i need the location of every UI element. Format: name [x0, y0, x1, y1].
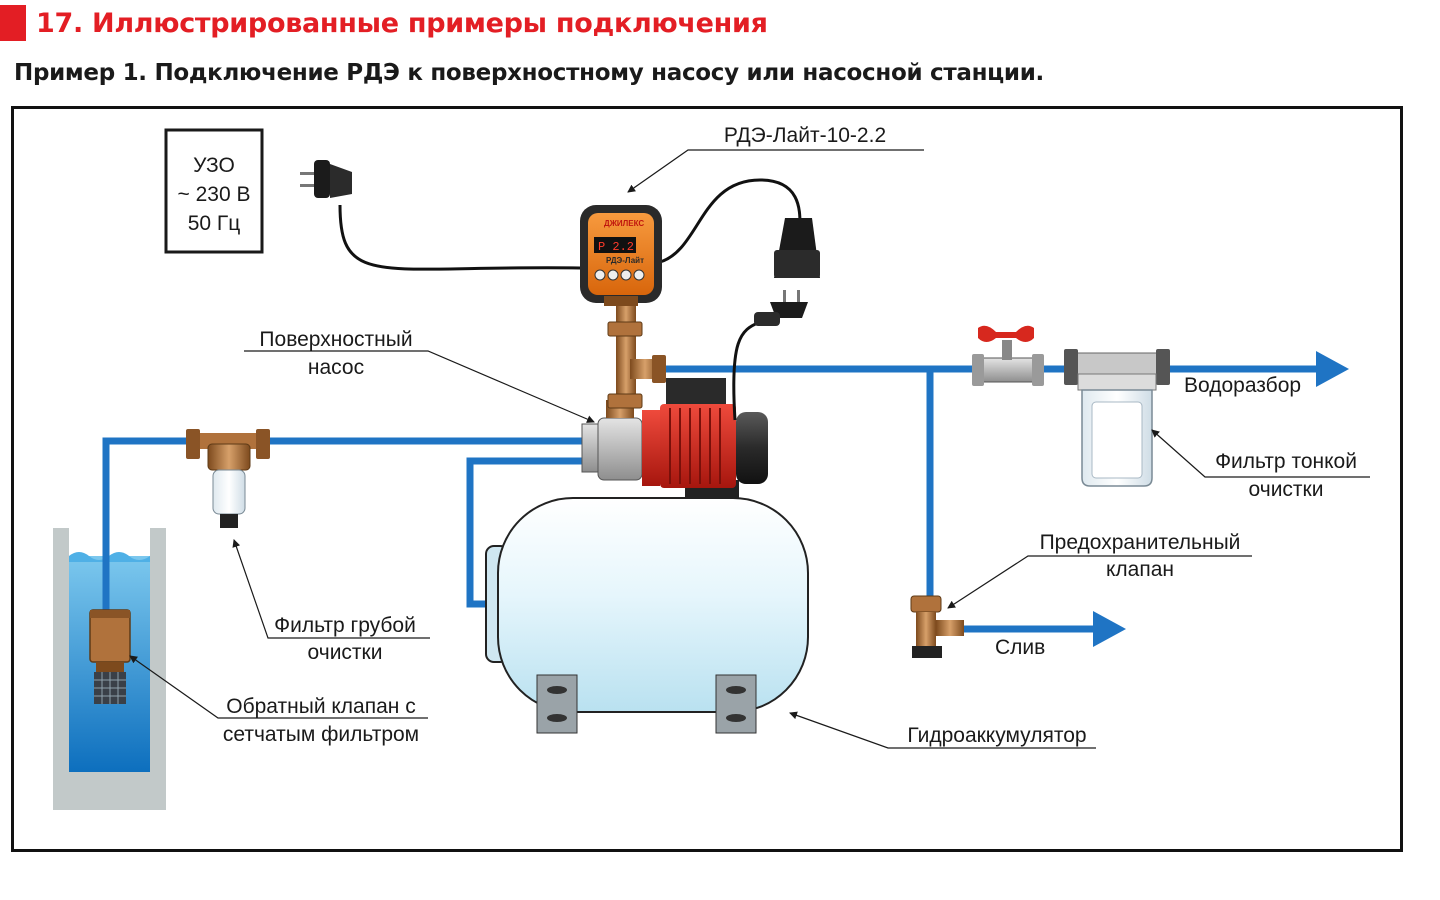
pump-plug-icon [754, 290, 808, 326]
relay-model: РДЭ-Лайт [606, 256, 644, 265]
fine-filter-callout [1151, 429, 1370, 478]
tank-foot-left [536, 674, 578, 734]
rcd-label-line2: ~ 230 В [178, 183, 251, 206]
relay-callout [627, 149, 924, 193]
check-valve-callout [129, 655, 428, 719]
rcd-box: УЗО ~ 230 В 50 Гц [164, 128, 264, 254]
power-plug-icon [300, 160, 352, 198]
rcd-label-line3: 50 Гц [188, 212, 241, 235]
ball-valve [972, 325, 1044, 386]
pump-label-line2: насос [308, 356, 364, 379]
coarse-filter [186, 429, 270, 528]
section-marker [0, 5, 26, 41]
hydraulic-accumulator [485, 497, 809, 734]
relay-label: РДЭ-Лайт-10-2.2 [724, 124, 886, 147]
suction-pipe [102, 437, 600, 614]
relay-fitting [607, 300, 666, 409]
safety-valve [910, 595, 964, 658]
water-outlet-label: Водоразбор [1184, 374, 1301, 397]
section-title: 17. Иллюстрированные примеры подключения [36, 8, 768, 39]
coarse-filter-label-line2: очистки [308, 641, 383, 664]
accumulator-callout [789, 711, 1096, 749]
accumulator-label: Гидроаккумулятор [907, 724, 1086, 747]
fine-filter [1064, 349, 1170, 487]
socket-icon [774, 218, 820, 278]
safety-valve-label-line1: Предохранительный [1040, 531, 1241, 554]
tank-foot-right [715, 674, 757, 734]
relay-brand: ДЖИЛЕКС [604, 219, 644, 228]
check-valve-with-strainer [89, 609, 131, 704]
check-valve-label-line2: сетчатым фильтром [223, 723, 419, 746]
valve-handle-icon [978, 325, 1034, 342]
safety-valve-callout [947, 555, 1252, 609]
relay-display: P 2.2 [598, 240, 634, 254]
water-outlet-arrow [1316, 351, 1349, 387]
coarse-filter-callout [232, 539, 430, 639]
rcd-label-line1: УЗО [193, 154, 235, 177]
surface-pump [581, 378, 768, 498]
pump-label-line1: Поверхностный [259, 328, 412, 351]
check-valve-label-line1: Обратный клапан с [226, 695, 415, 718]
example-title: Пример 1. Подключение РДЭ к поверхностно… [14, 60, 1044, 86]
fine-filter-label-line2: очистки [1249, 478, 1324, 501]
drain-label: Слив [995, 636, 1045, 659]
fine-filter-label-line1: Фильтр тонкой [1215, 450, 1357, 473]
power-cable [338, 204, 581, 271]
diagram-frame [11, 106, 1403, 852]
plug-to-pump-cable [732, 320, 761, 421]
pressure-relay-device: P 2.2 ДЖИЛЕКС РДЭ-Лайт [580, 205, 662, 306]
drain-arrow [1093, 611, 1126, 647]
pump-cable [659, 178, 802, 264]
pump-callout [244, 350, 595, 423]
safety-valve-label-line2: клапан [1106, 558, 1174, 581]
coarse-filter-label-line1: Фильтр грубой [274, 614, 416, 637]
